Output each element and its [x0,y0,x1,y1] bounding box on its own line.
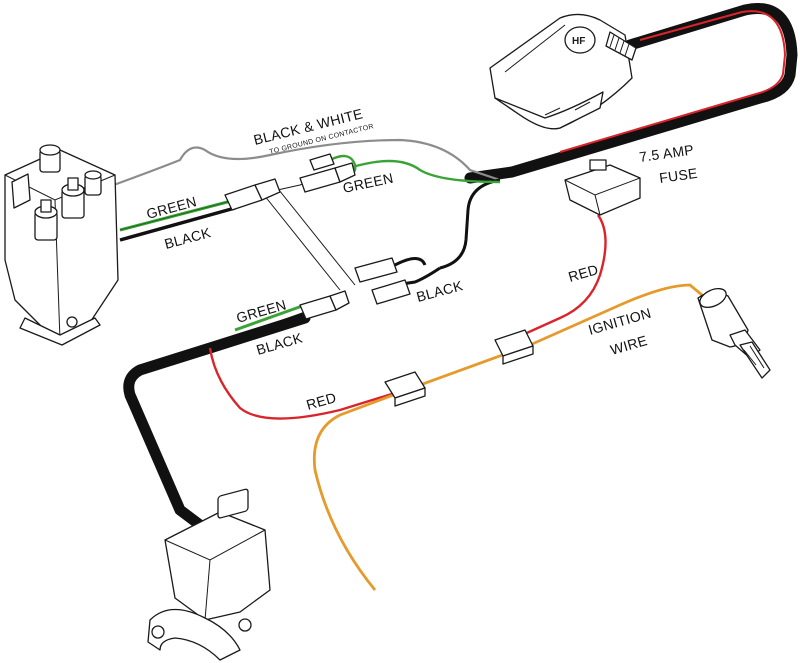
contactor-terminal-3 [34,199,58,241]
inline-fuse-holder [564,159,641,216]
red-wire-from-fuse [499,214,607,347]
label-fuse-amp: 7.5 AMP [638,141,695,165]
orange-ignition-wire [312,283,721,591]
control-module: HF [489,13,637,130]
black-wire-upper-return [394,257,427,267]
wires [99,3,798,591]
label-black-contactor: BLACK [163,224,213,252]
splice-block-lower [384,371,426,407]
main-harness-black [464,3,798,184]
black-white-ground-wire [99,138,501,192]
svg-text:HF: HF [572,36,585,47]
lower-harness-black [123,312,311,531]
handlebar-clamp [147,608,241,661]
contactor-terminal-2 [61,177,85,219]
connectors [224,153,411,320]
label-red-lower: RED [304,389,338,413]
handlebar-switch [147,488,271,661]
contactor-solenoid [4,144,119,346]
lower-black-lead [234,311,306,340]
module-logo-icon [564,26,596,54]
harness-red-tracer [559,10,787,153]
upper-plug-connector [299,162,356,193]
splice-line-2 [274,184,356,286]
splice-line-1 [259,189,341,291]
label-red-upper: RED [566,261,600,285]
splice-block-upper [494,329,534,365]
contactor-terminal-1 [39,144,61,173]
green-wire-upper [339,159,501,184]
label-black-mid: BLACK [415,277,465,305]
black-wire-loop [439,178,501,270]
red-wire-lower [208,347,396,420]
black-wire-mid-plug [394,266,441,287]
splice-blocks [384,329,534,407]
key-icon [739,341,771,379]
ignition-key-switch [697,287,771,379]
label-ignition-wire: WIRE [608,332,649,358]
harness-merge-connector [309,153,335,171]
label-fuse: FUSE [658,165,698,186]
contactor-connector [224,178,281,211]
lower-plug-connector [354,257,411,305]
lower-green-lead [234,303,306,332]
lower-harness-connector [299,290,350,320]
contactor-green-lead-core [119,199,236,231]
switch-rocker [217,488,249,519]
contactor-terminal-4 [84,170,102,196]
contactor-black-lead [119,206,236,242]
